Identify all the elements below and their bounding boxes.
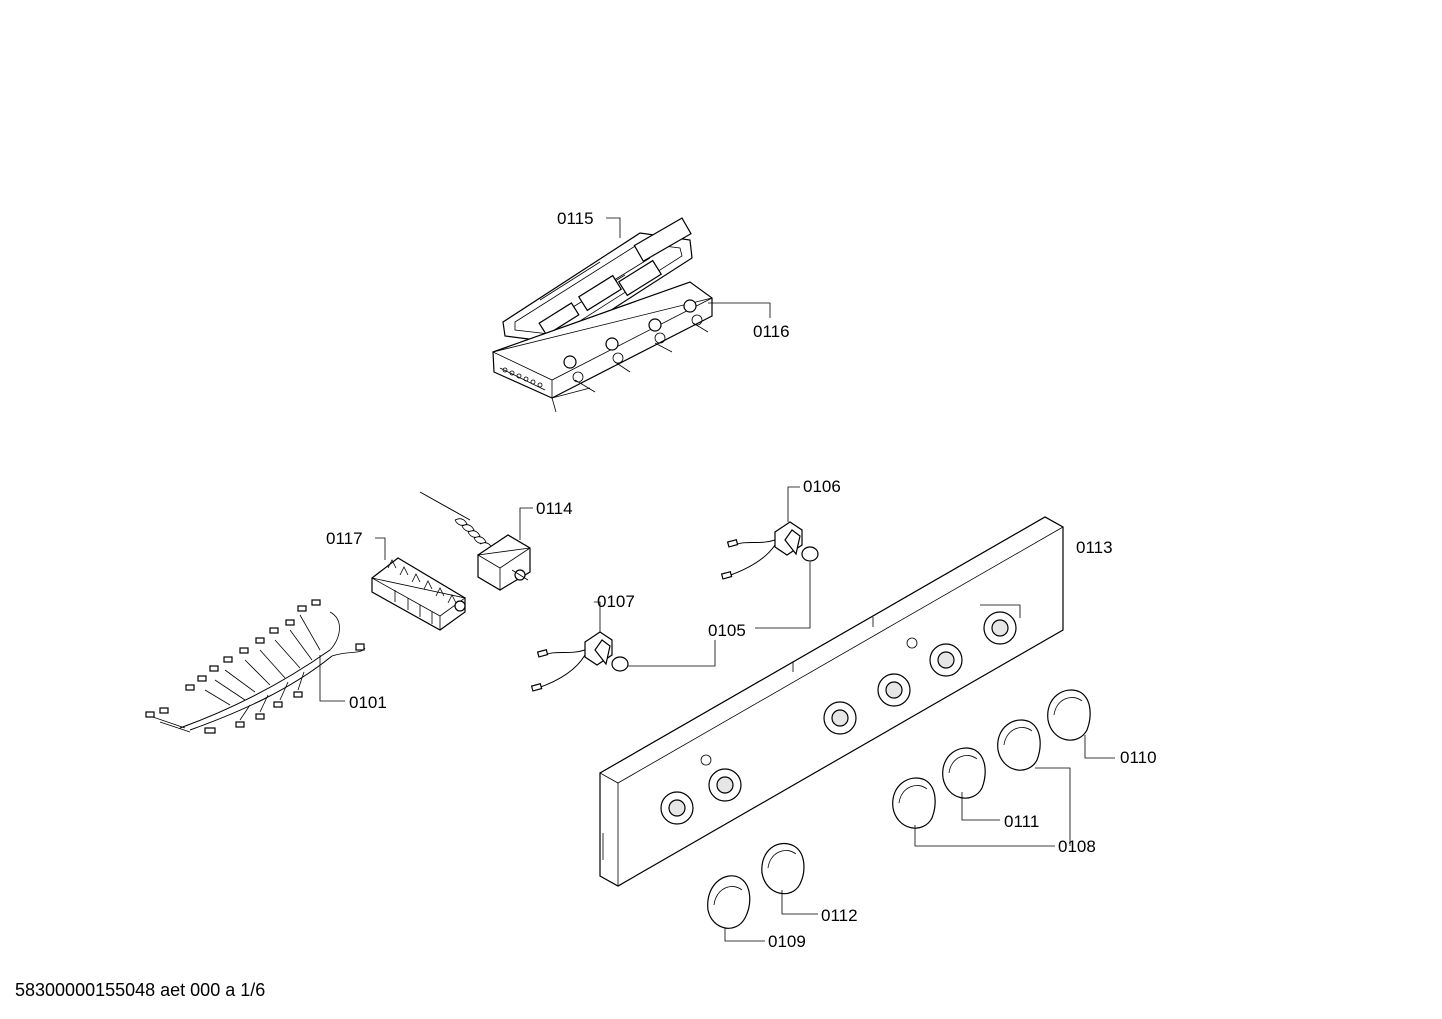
label-0114: 0114 — [536, 499, 573, 518]
label-0116: 0116 — [753, 322, 790, 341]
knob-0112 — [761, 843, 805, 895]
label-0117: 0117 — [326, 529, 363, 548]
label-0105: 0105 — [708, 621, 746, 640]
label-0113: 0113 — [1076, 538, 1113, 557]
label-0106: 0106 — [803, 477, 841, 496]
knob-0108-upper — [997, 719, 1041, 771]
label-0108: 0108 — [1058, 837, 1096, 856]
knob-0110 — [1047, 689, 1091, 741]
knob-0109 — [707, 875, 751, 929]
label-0110: 0110 — [1120, 748, 1157, 767]
leader-lines — [319, 217, 1115, 942]
label-0115: 0115 — [557, 209, 594, 228]
label-0109: 0109 — [768, 932, 806, 951]
wiring-harness — [145, 599, 366, 734]
wired-switch-upper — [720, 521, 819, 580]
part-labels: 0115 0116 0114 0117 0106 0113 0107 0105 … — [326, 209, 1157, 951]
selector-switch — [371, 557, 466, 631]
label-0111: 0111 — [1004, 812, 1039, 831]
switch-bracket-assembly — [491, 217, 713, 413]
wired-switch-lower — [530, 631, 629, 692]
control-panel — [599, 516, 1064, 887]
knobs — [707, 689, 1091, 929]
label-0101: 0101 — [349, 693, 387, 712]
thermostat — [419, 491, 531, 591]
document-code: 58300000155048 aet 000 a 1/6 — [15, 980, 266, 1000]
label-0107: 0107 — [597, 592, 635, 611]
knob-0111 — [942, 747, 986, 799]
label-0112: 0112 — [821, 906, 858, 925]
knob-0108-lower — [892, 777, 936, 829]
